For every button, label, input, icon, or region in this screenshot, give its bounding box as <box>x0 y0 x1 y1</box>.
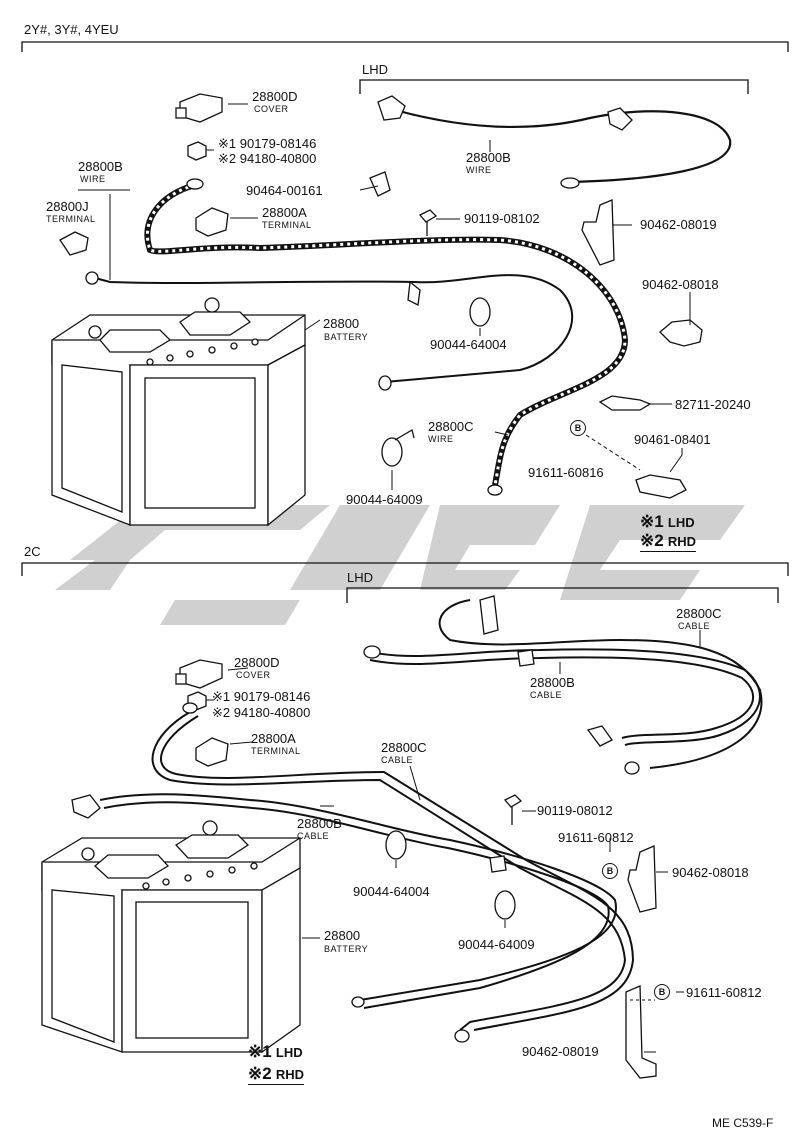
note-lhd: ※1 LHD <box>248 1042 303 1062</box>
part-number: 28800A <box>262 205 307 220</box>
part-number: 90044-64004 <box>430 337 507 352</box>
part-name: CABLE <box>678 621 711 631</box>
part-name: COVER <box>236 670 271 680</box>
part-name: CABLE <box>297 831 330 841</box>
part-name: WIRE <box>428 434 454 444</box>
part-number: ※1 90179-08146 <box>212 689 311 704</box>
part-number: 28800B <box>297 816 342 831</box>
part-name: CABLE <box>381 755 414 765</box>
note-rhd: ※2 RHD <box>640 531 697 552</box>
part-number: 28800D <box>252 89 298 104</box>
figure-code: ME C539-F <box>712 1116 774 1130</box>
part-number: ※2 94180-40800 <box>212 705 311 720</box>
part-number: 28800 <box>323 316 360 331</box>
note-lhd: ※1 LHD <box>640 512 695 532</box>
part-number: 90461-08401 <box>634 432 711 447</box>
part-name: TERMINAL <box>262 220 312 230</box>
part-number: 82711-20240 <box>675 397 751 412</box>
part-name: BATTERY <box>324 332 369 342</box>
b-mark: B <box>602 863 618 879</box>
part-number: 90462-08019 <box>522 1044 599 1059</box>
part-number: 90119-08012 <box>537 803 613 818</box>
part-number: 90119-08102 <box>464 211 540 226</box>
part-number: 28800 <box>324 928 361 943</box>
part-name: TERMINAL <box>251 746 301 756</box>
part-number: ※1 90179-08146 <box>218 136 317 151</box>
part-number: 90044-64009 <box>458 937 535 952</box>
part-number: 90462-08018 <box>672 865 749 880</box>
part-name: WIRE <box>80 174 106 184</box>
part-name: CABLE <box>530 690 563 700</box>
part-number: 28800B <box>530 675 575 690</box>
part-number: ※2 94180-40800 <box>218 151 317 166</box>
part-number: 28800B <box>466 150 511 165</box>
note-rhd: ※2 RHD <box>248 1064 305 1085</box>
part-name: BATTERY <box>324 944 369 954</box>
part-number: 90044-64004 <box>353 884 430 899</box>
part-number: 90044-64009 <box>346 492 423 507</box>
part-number: 91611-60812 <box>558 830 634 845</box>
part-number: 28800C <box>381 740 427 755</box>
note-text: RHD <box>275 1067 305 1082</box>
lhd-label-bottom: LHD <box>347 570 374 585</box>
part-number: 28800C <box>676 606 722 621</box>
part-number: 90462-08018 <box>642 277 719 292</box>
part-number: 91611-60816 <box>528 465 604 480</box>
part-name: TERMINAL <box>46 214 96 224</box>
note-mark: ※1 <box>248 1042 272 1061</box>
part-number: 28800D <box>234 655 280 670</box>
part-number: 90464-00161 <box>246 183 323 198</box>
note-text: LHD <box>667 515 695 530</box>
part-name: COVER <box>254 104 289 114</box>
b-mark: B <box>654 984 670 1000</box>
part-name: WIRE <box>466 165 492 175</box>
note-text: LHD <box>275 1045 303 1060</box>
note-text: RHD <box>667 534 697 549</box>
lhd-label-top: LHD <box>362 62 389 77</box>
part-number: 28800J <box>46 199 89 214</box>
section-title-top: 2Y#, 3Y#, 4YEU <box>24 22 119 37</box>
part-number: 91611-60812 <box>686 985 762 1000</box>
section-title-bottom: 2C <box>24 544 41 559</box>
b-mark: B <box>570 420 586 436</box>
note-mark: ※2 <box>248 1064 272 1083</box>
part-number: 28800A <box>251 731 296 746</box>
part-number: 28800C <box>428 419 474 434</box>
part-number: 90462-08019 <box>640 217 717 232</box>
part-number: 28800B <box>78 159 123 174</box>
note-mark: ※2 <box>640 531 664 550</box>
note-mark: ※1 <box>640 512 664 531</box>
